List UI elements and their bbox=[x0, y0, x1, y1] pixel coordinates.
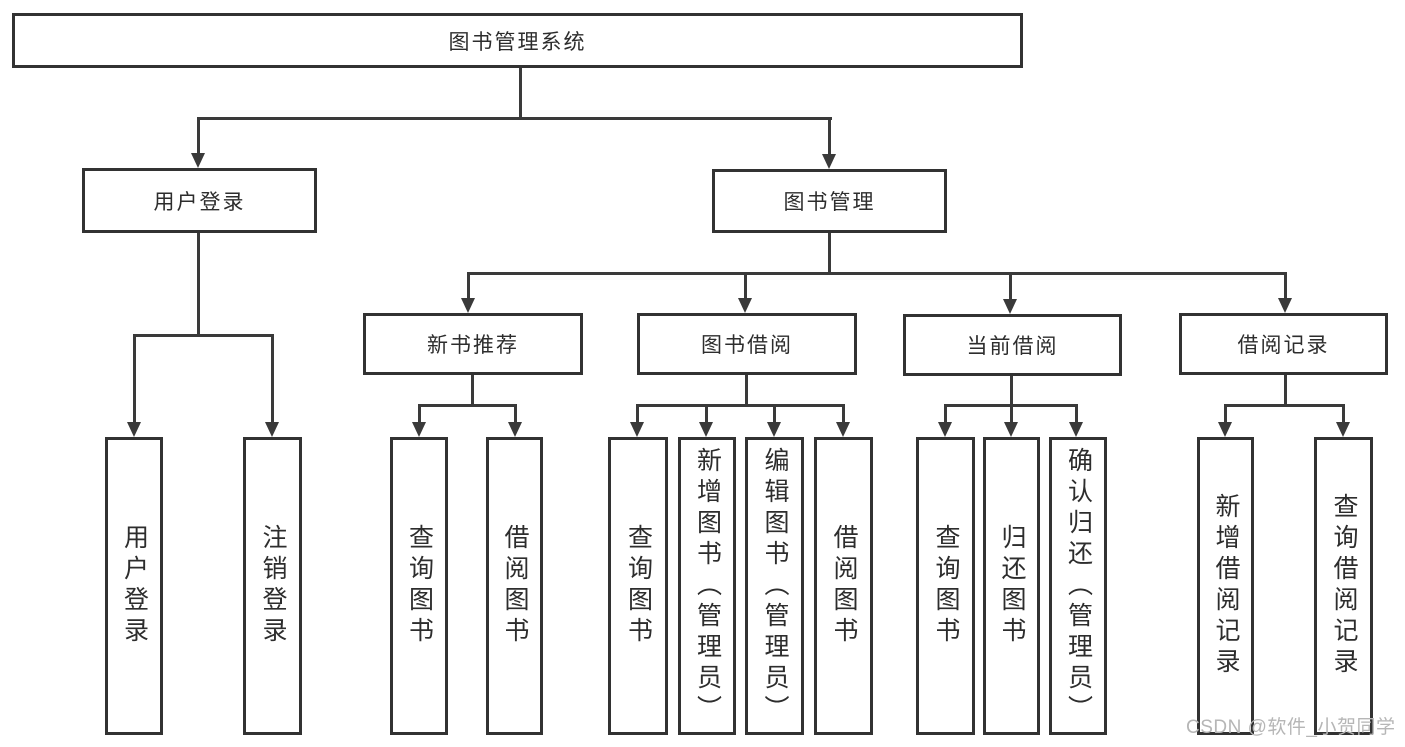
node-label: 用户登录 bbox=[153, 190, 246, 214]
connector-arrowhead bbox=[127, 422, 141, 437]
node-library-management-system: 图书管理系统 bbox=[12, 13, 1023, 68]
node-label: 借阅图书 bbox=[830, 524, 858, 648]
node-label: 图书管理 bbox=[783, 191, 876, 214]
node-label: 查询图书 bbox=[405, 524, 434, 648]
connector-arrowhead bbox=[699, 422, 713, 437]
connector-arrowhead bbox=[767, 422, 781, 437]
leaf-nb-query-books: 查询图书 bbox=[390, 437, 448, 735]
leaf-br-add-borrow-record: 新增借阅记录 bbox=[1197, 437, 1254, 735]
node-label: 注销登录 bbox=[259, 524, 287, 648]
connector-vline bbox=[773, 404, 776, 424]
connector-vline bbox=[1010, 376, 1013, 407]
connector-vline bbox=[1010, 404, 1013, 424]
leaf-user-login: 用户登录 bbox=[105, 437, 163, 735]
watermark: CSDN @软件_小贺同学 bbox=[1186, 717, 1396, 738]
connector-hline bbox=[636, 404, 845, 407]
connector-hline bbox=[418, 404, 517, 407]
connector-vline bbox=[744, 272, 747, 300]
connector-vline bbox=[1284, 272, 1287, 300]
leaf-bb-query-books: 查询图书 bbox=[608, 437, 668, 735]
node-label: 当前借阅 bbox=[966, 335, 1059, 358]
connector-arrowhead bbox=[191, 153, 205, 168]
leaf-br-query-borrow-record: 查询借阅记录 bbox=[1314, 437, 1373, 735]
node-label: 归还图书 bbox=[998, 524, 1026, 648]
connector-vline bbox=[467, 272, 470, 300]
connector-vline bbox=[828, 233, 831, 274]
node-label: 图书借阅 bbox=[701, 334, 793, 357]
node-new-book-recommend: 新书推荐 bbox=[363, 313, 583, 375]
connector-arrowhead bbox=[822, 154, 836, 169]
connector-vline bbox=[1224, 404, 1227, 424]
connector-vline bbox=[1075, 404, 1078, 424]
connector-vline bbox=[1284, 375, 1287, 407]
node-borrow-records: 借阅记录 bbox=[1179, 313, 1388, 375]
node-label: 图书管理系统 bbox=[448, 30, 587, 54]
connector-vline bbox=[418, 404, 421, 424]
connector-vline bbox=[197, 233, 200, 337]
connector-vline bbox=[133, 334, 136, 424]
connector-vline bbox=[842, 404, 845, 424]
connector-vline bbox=[514, 404, 517, 424]
connector-hline bbox=[1224, 404, 1344, 407]
leaf-bb-edit-books-admin: 编辑图书（管理员） bbox=[745, 437, 804, 735]
connector-arrowhead bbox=[1218, 422, 1232, 437]
connector-hline bbox=[133, 334, 274, 337]
node-label: 新书推荐 bbox=[427, 334, 519, 357]
node-label: 编辑图书（管理员） bbox=[761, 446, 789, 726]
node-label: 确认归还（管理员） bbox=[1064, 446, 1093, 726]
node-label: 新增借阅记录 bbox=[1212, 493, 1240, 679]
node-label: 借阅图书 bbox=[501, 524, 529, 648]
node-user-login: 用户登录 bbox=[82, 168, 317, 233]
connector-vline bbox=[271, 334, 274, 424]
connector-vline bbox=[828, 117, 831, 155]
node-label: 查询图书 bbox=[624, 524, 653, 648]
connector-arrowhead bbox=[1278, 298, 1292, 313]
connector-hline bbox=[197, 117, 832, 120]
node-label: 查询借阅记录 bbox=[1330, 493, 1358, 679]
connector-vline bbox=[197, 117, 200, 155]
connector-arrowhead bbox=[1003, 299, 1017, 314]
connector-vline bbox=[1009, 272, 1012, 300]
connector-vline bbox=[471, 375, 474, 407]
leaf-nb-borrow-books: 借阅图书 bbox=[486, 437, 543, 735]
connector-vline bbox=[705, 404, 708, 424]
node-label: 用户登录 bbox=[120, 524, 149, 648]
connector-arrowhead bbox=[508, 422, 522, 437]
connector-arrowhead bbox=[1336, 422, 1350, 437]
connector-arrowhead bbox=[1004, 422, 1018, 437]
leaf-bb-borrow-books: 借阅图书 bbox=[814, 437, 873, 735]
connector-arrowhead bbox=[461, 298, 475, 313]
connector-vline bbox=[944, 404, 947, 424]
connector-vline bbox=[745, 375, 748, 407]
node-book-borrow: 图书借阅 bbox=[637, 313, 857, 375]
node-label: 新增图书（管理员） bbox=[693, 446, 722, 726]
leaf-cb-confirm-return-admin: 确认归还（管理员） bbox=[1049, 437, 1107, 735]
leaf-cb-return-books: 归还图书 bbox=[983, 437, 1040, 735]
node-label: 借阅记录 bbox=[1237, 334, 1330, 357]
connector-arrowhead bbox=[836, 422, 850, 437]
leaf-bb-add-books-admin: 新增图书（管理员） bbox=[678, 437, 736, 735]
leaf-cb-query-books: 查询图书 bbox=[916, 437, 975, 735]
connector-arrowhead bbox=[265, 422, 279, 437]
leaf-logout: 注销登录 bbox=[243, 437, 302, 735]
connector-arrowhead bbox=[738, 298, 752, 313]
connector-arrowhead bbox=[938, 422, 952, 437]
node-current-borrow: 当前借阅 bbox=[903, 314, 1122, 376]
connector-vline bbox=[636, 404, 639, 424]
node-book-management: 图书管理 bbox=[712, 169, 947, 233]
connector-vline bbox=[1342, 404, 1345, 424]
connector-arrowhead bbox=[412, 422, 426, 437]
connector-arrowhead bbox=[630, 422, 644, 437]
connector-arrowhead bbox=[1069, 422, 1083, 437]
node-label: 查询图书 bbox=[932, 524, 960, 648]
connector-hline bbox=[467, 272, 1287, 275]
connector-vline bbox=[519, 68, 522, 119]
